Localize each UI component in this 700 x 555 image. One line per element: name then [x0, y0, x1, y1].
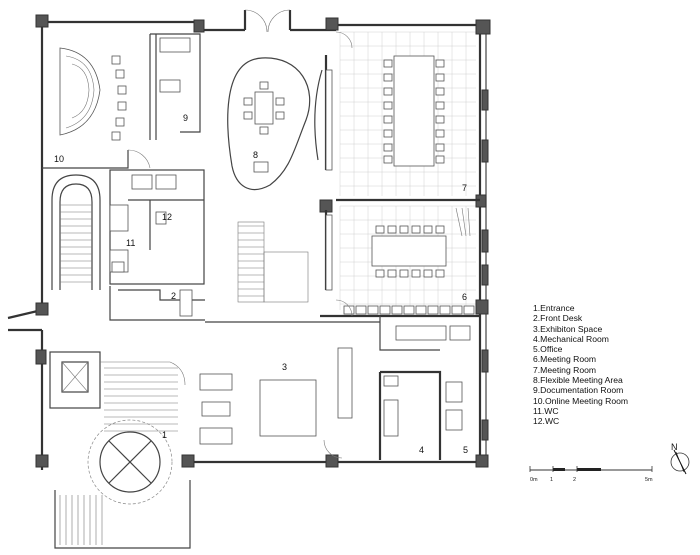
columns: [35, 14, 339, 468]
room-number-12: 12: [162, 212, 172, 222]
legend-item: 8.Flexible Meeting Area: [533, 375, 623, 386]
legend-item: 3.Exhibiton Space: [533, 323, 603, 334]
room-number-8: 8: [253, 150, 258, 160]
room-number-7: 7: [462, 183, 467, 193]
scale-label-0: 0m: [530, 477, 538, 483]
room-number-5: 5: [463, 445, 468, 455]
room-number-2: 2: [171, 291, 176, 301]
legend-item: 5.Office: [533, 344, 563, 355]
north-label: N: [671, 442, 678, 452]
exhibition-space: [199, 321, 380, 445]
documentation-room: [127, 33, 201, 169]
entrance: [49, 351, 191, 549]
doors: [244, 9, 353, 459]
scale-bar: 0m 1 2 5m: [529, 466, 653, 483]
room-number-labels: 1 2 3 4 5 6 7 8 9 10 11 12: [54, 113, 468, 455]
room-number-9: 9: [183, 113, 188, 123]
legend-item: 11.WC: [533, 405, 559, 416]
legend-item: 6.Meeting Room: [533, 354, 597, 365]
legend-item: 10.Online Meeting Room: [533, 395, 629, 406]
office-mechanical: [378, 316, 471, 460]
room-number-4: 4: [419, 445, 424, 455]
legend-item: 1.Entrance: [533, 303, 575, 313]
legend-item: 2.Front Desk: [533, 313, 583, 324]
room-legend: 1.Entrance 2.Front Desk 3.Exhibiton Spac…: [533, 303, 628, 427]
scale-label-3: 5m: [645, 477, 653, 483]
scale-label-2: 2: [573, 477, 576, 483]
legend-item: 4.Mechanical Room: [533, 333, 609, 344]
room-number-3: 3: [282, 362, 287, 372]
meeting-room-partitions: [320, 55, 480, 318]
scale-label-1: 1: [550, 477, 553, 483]
core: [51, 169, 205, 321]
flexible-meeting-area: [227, 57, 323, 191]
room-number-11: 11: [126, 238, 135, 248]
legend-item: 12.WC: [533, 416, 560, 427]
legend-item: 9.Documentation Room: [533, 385, 624, 396]
room-number-6: 6: [462, 292, 467, 302]
room-number-10: 10: [54, 154, 64, 164]
legend-item: 7.Meeting Room: [533, 364, 597, 375]
meeting-room-6-grid: [339, 205, 476, 310]
east-windows: [475, 19, 491, 468]
north-arrow: N: [670, 442, 690, 475]
online-meeting-room: [42, 47, 129, 169]
central-stair: [237, 221, 309, 303]
room-number-1: 1: [162, 430, 167, 440]
